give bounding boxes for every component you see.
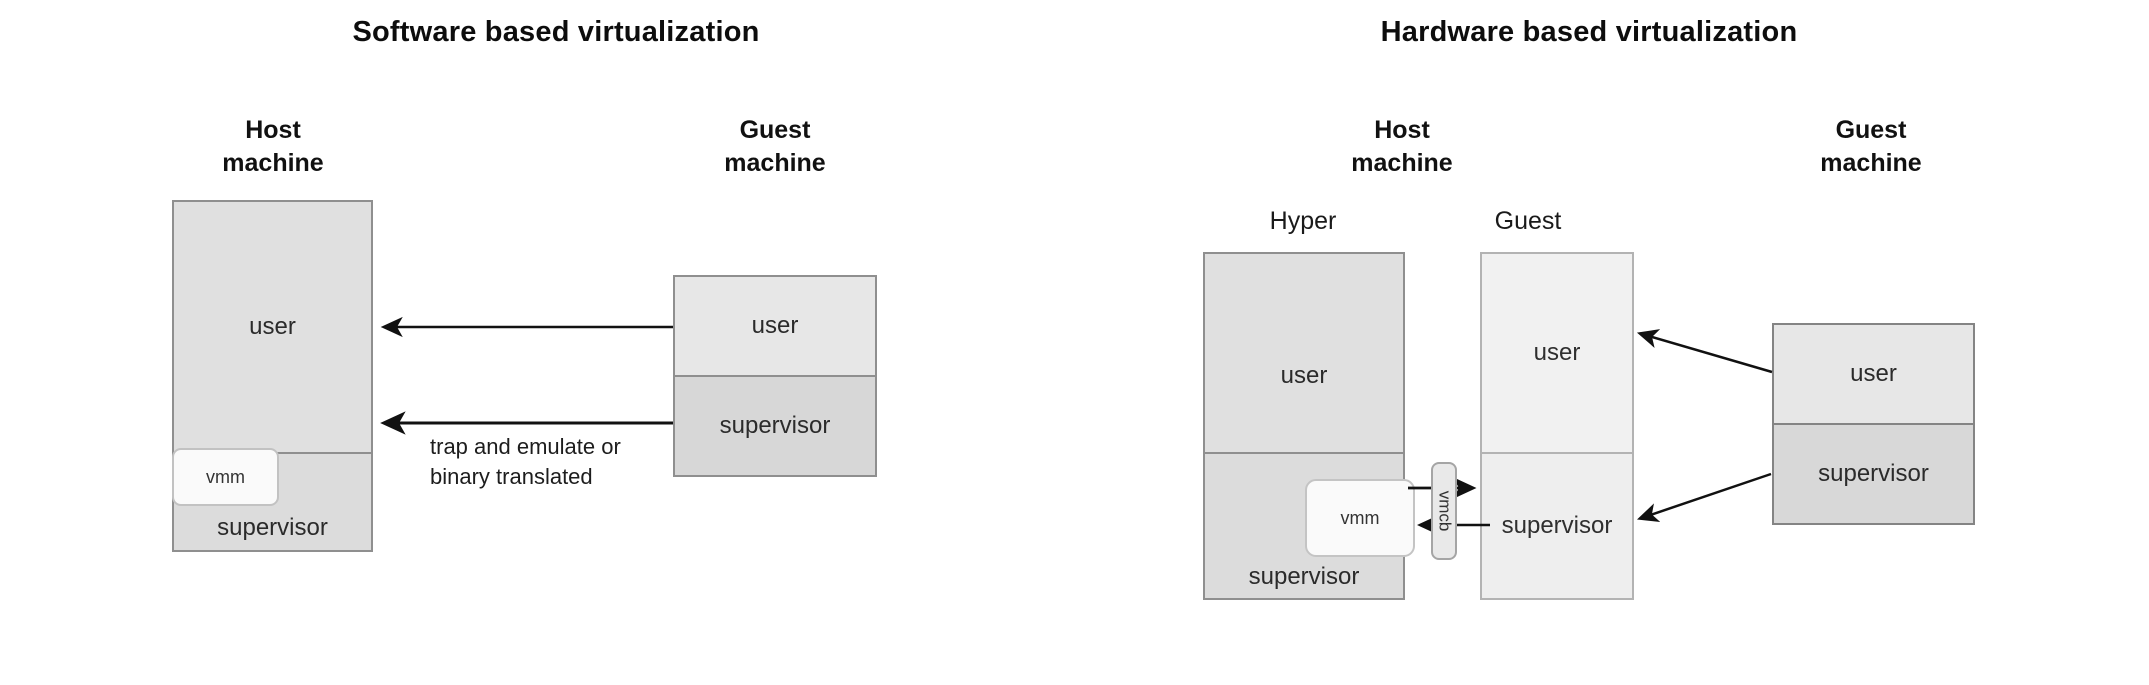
hardware-diagram-title: Hardware based virtualization [1380, 16, 1798, 48]
hw-guest-machine-box: user supervisor [1772, 323, 1975, 525]
hw-guest-heading-line2: machine [1820, 149, 1922, 177]
sw-guest-user-section: user [675, 277, 875, 375]
hw-guest-user-section: user [1774, 325, 1973, 423]
hw-guestcol-supervisor-section: supervisor [1482, 452, 1632, 598]
hw-guest-column-box: user supervisor [1480, 252, 1634, 600]
sw-guest-supervisor-label: supervisor [719, 412, 831, 439]
vmcb-label: vmcb [1435, 490, 1454, 532]
hw-vmm-box: vmm [1305, 479, 1415, 557]
hw-host-machine-heading: Host machine [1351, 114, 1452, 180]
sw-guest-heading-line2: machine [724, 149, 826, 177]
hw-hyper-user-section: user [1205, 254, 1403, 452]
hw-guestcol-user-section: user [1482, 254, 1632, 452]
sw-guest-user-label: user [751, 312, 799, 339]
hw-guest-heading-line1: Guest [1835, 116, 1907, 144]
trap-emulate-note-line2: binary translated [430, 464, 593, 489]
hw-guest-user-label: user [1850, 360, 1897, 387]
hw-vmm-label: vmm [1340, 507, 1380, 528]
hw-guest-supervisor-section: supervisor [1774, 423, 1973, 523]
sw-guest-supervisor-section: supervisor [675, 375, 875, 475]
hw-host-heading-line2: machine [1351, 149, 1453, 177]
hyper-column-label: Hyper [1269, 207, 1337, 235]
sw-host-user-label: user [249, 313, 296, 340]
sw-host-user-section: user [174, 202, 371, 452]
guest-column-label: Guest [1494, 207, 1562, 235]
sw-guest-heading-line1: Guest [739, 116, 811, 144]
sw-host-machine-heading: Host machine [222, 114, 323, 180]
hw-hyper-supervisor-label: supervisor [1248, 563, 1360, 590]
sw-host-heading-line2: machine [222, 149, 324, 177]
sw-vmm-box: vmm [172, 448, 279, 506]
sw-host-heading-line1: Host [245, 116, 301, 144]
hw-hyper-user-label: user [1280, 361, 1328, 389]
trap-emulate-note-line1: trap and emulate or [430, 434, 621, 459]
sw-host-supervisor-label: supervisor [217, 514, 328, 541]
hw-guest-supervisor-label: supervisor [1818, 460, 1929, 487]
hw-guest-machine-heading: Guest machine [1820, 114, 1921, 180]
sw-vmm-label: vmm [206, 466, 245, 487]
vmcb-box: vmcb [1431, 462, 1457, 560]
hw-hyper-box: user supervisor vmm [1203, 252, 1415, 600]
sw-host-machine-box: user supervisor vmm [172, 200, 373, 552]
trap-emulate-note: trap and emulate or binary translated [430, 432, 621, 492]
arrow-hw-guestmachine-supervisor-to-guestcol-supervisor [1636, 472, 1772, 522]
sw-guest-machine-box: user supervisor [673, 275, 877, 477]
hw-host-heading-line1: Host [1374, 116, 1430, 144]
hw-guestcol-supervisor-label: supervisor [1501, 512, 1613, 539]
sw-guest-machine-heading: Guest machine [724, 114, 825, 180]
arrow-hw-guestmachine-user-to-guestcol-user [1636, 329, 1773, 374]
hw-guestcol-user-label: user [1533, 339, 1581, 366]
software-diagram-title: Software based virtualization [352, 16, 760, 48]
